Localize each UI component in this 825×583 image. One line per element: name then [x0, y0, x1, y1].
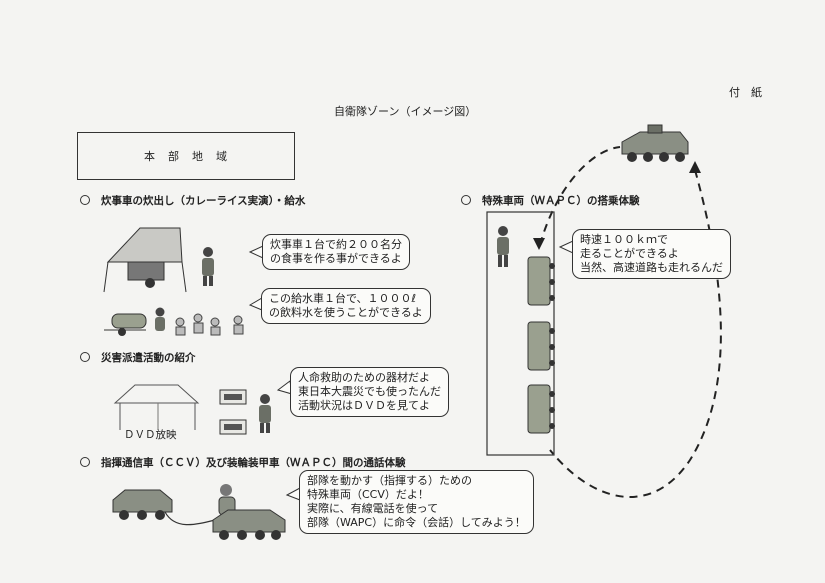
route-arrowhead-up	[689, 161, 701, 173]
communication-cable	[164, 511, 216, 526]
soldier-figure-icon	[259, 394, 271, 433]
commander-figure-icon	[218, 484, 236, 516]
wapc-vehicle-icon	[212, 509, 286, 540]
speech-bubble-wapc-speed: 時速１００ｋｍで 走ることができるよ 当然、高速道路も走れるんだ	[572, 229, 731, 279]
wapc-vehicle-top-icon	[621, 124, 689, 162]
water-trailer-icon	[104, 313, 147, 336]
section-heading-disaster: 災害派遣活動の紹介	[80, 350, 196, 365]
dvd-screening-caption: ＤＶＤ放映	[124, 429, 177, 441]
bullet-circle-icon	[80, 352, 90, 362]
speech-bubble-cooking-meals: 炊事車１台で約２００名分 の食事を作る事ができるよ	[262, 234, 410, 270]
soldier-figure-icon	[202, 247, 214, 286]
bullet-circle-icon	[461, 195, 471, 205]
children-group-icon	[175, 313, 244, 336]
soldier-figure-icon	[155, 307, 165, 331]
page-title: 自衛隊ゾーン（イメージ図）	[334, 105, 477, 118]
dvd-tent-icon	[113, 384, 200, 430]
bullet-circle-icon	[80, 195, 90, 205]
speech-bubble-ccv-communication: 部隊を動かす（指揮する）ための 特殊車両（CCV）だよ！ 実際に、有線電話を使っ…	[299, 470, 534, 534]
route-path-dashed	[549, 169, 722, 498]
wapc-display-frame	[486, 211, 555, 456]
bullet-circle-icon	[80, 457, 90, 467]
section-heading-command: 指揮通信車（ＣＣＶ）及び装輪装甲車（ＷＡＰＣ）間の通話体験	[80, 455, 406, 470]
section-heading-special: 特殊車両（ＷＡＰＣ）の搭乗体験	[461, 193, 640, 208]
hq-area-box: 本 部 地 域	[77, 132, 295, 180]
section-heading-cooking: 炊事車の炊出し（カレーライス実演）・給水	[80, 193, 305, 208]
attachment-label: 付 紙	[729, 86, 762, 99]
wapc-vehicle-column-icon	[527, 256, 555, 434]
ccv-vehicle-icon	[112, 489, 173, 520]
field-kitchen-tent-icon	[103, 227, 187, 293]
speech-bubble-water-supply: この給水車１台で、１０００ℓ の飲料水を使うことができるよ	[261, 288, 431, 324]
speech-bubble-rescue-equipment: 人命救助のための器材だよ 東日本大震災でも使ったんだ 活動状況はＤＶＤを見てよ	[290, 367, 449, 417]
route-arrowhead-down	[533, 238, 545, 250]
route-path-dashed	[539, 146, 621, 246]
soldier-figure-icon	[497, 226, 509, 267]
rescue-equipment-case-icon	[219, 389, 247, 435]
